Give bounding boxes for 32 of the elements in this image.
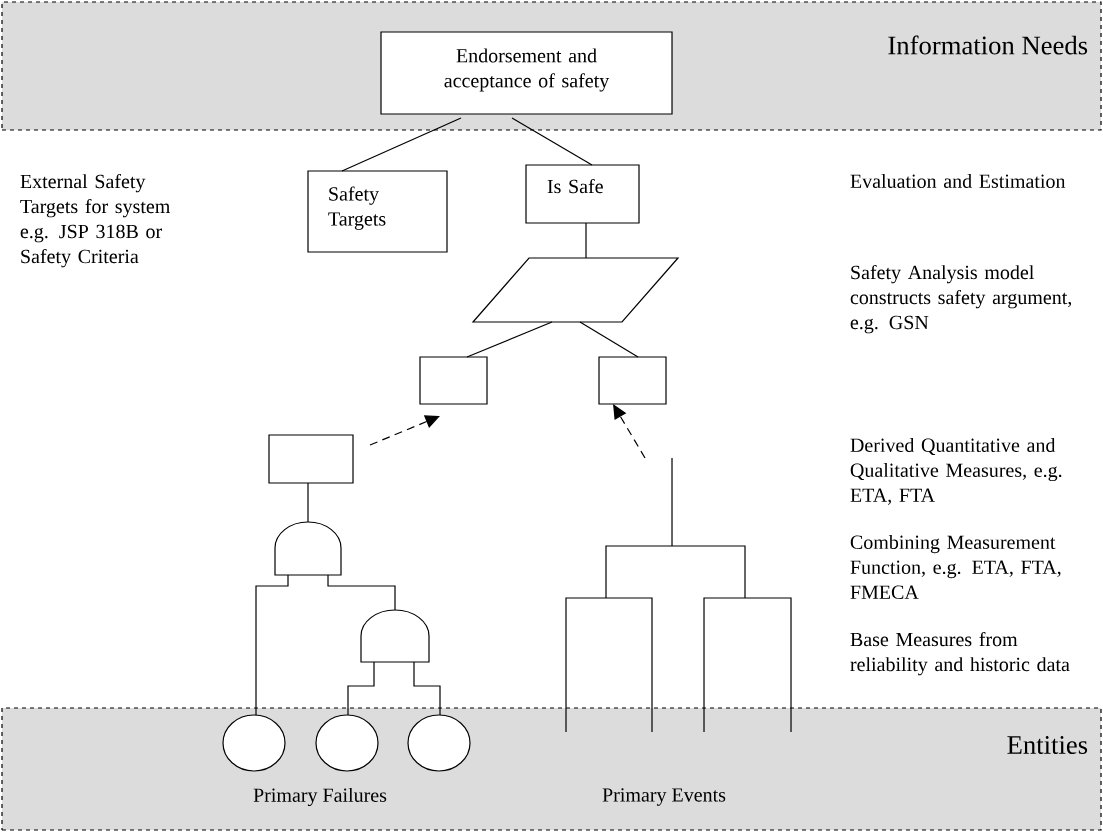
group-caption: Primary Failures: [253, 787, 387, 807]
and-gate-symbol: [360, 609, 430, 663]
and-gate-symbol: [274, 521, 342, 576]
event-circle: [407, 714, 471, 772]
connector: [307, 482, 309, 523]
annotation-text: Derived Quantitative and Qualitative Measures, e.g. ETA, FTA: [850, 437, 1062, 505]
annotation-text: Combining Measurement Function, e.g. ETA, FTA, FMECA: [850, 534, 1061, 599]
event-tree-drawing: [565, 457, 792, 733]
box-text: Is Safe: [547, 178, 603, 194]
connector: [466, 321, 553, 358]
connector: [579, 321, 639, 358]
connector: [327, 574, 396, 611]
connector: [585, 222, 587, 259]
annotation-text: Base Measures from reliability and historic data: [850, 631, 1070, 676]
annotation-text: Evaluation and Estimation: [850, 173, 1066, 188]
annotation-text: External Safety Targets for system e.g. JSP 318B or Safety Criteria: [20, 173, 171, 268]
event-circle: [222, 714, 286, 772]
box-text: Endorsement and acceptance of safety: [444, 48, 610, 92]
dashed-arrow: [613, 404, 646, 459]
connector: [347, 661, 375, 716]
annotation-text: Safety Analysis model constructs safety argument, e.g. GSN: [850, 264, 1072, 334]
goal-box: [598, 356, 667, 405]
box-text: Safety Targets: [328, 186, 386, 230]
band-heading: Information Needs: [888, 35, 1088, 55]
group-caption: Primary Events: [602, 788, 726, 806]
goal-box: [419, 356, 488, 405]
goal-box: [268, 434, 354, 484]
connector: [413, 661, 441, 716]
dashed-arrow: [369, 415, 440, 446]
band-heading: Entities: [1007, 736, 1088, 754]
connector: [255, 574, 289, 716]
event-circle: [315, 714, 379, 772]
